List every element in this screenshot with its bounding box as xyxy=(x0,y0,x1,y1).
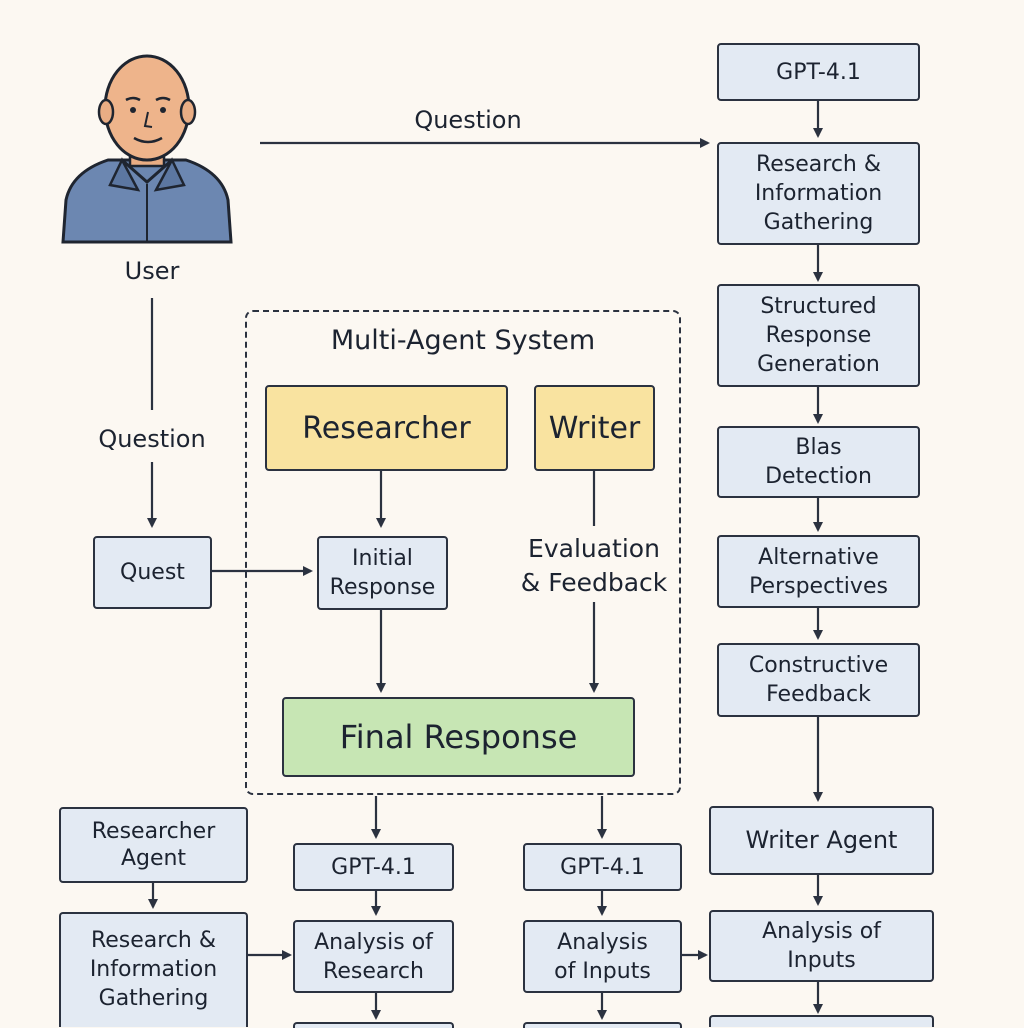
writer-next-node xyxy=(709,1015,934,1027)
left-question-label: Question xyxy=(98,425,206,453)
gpt-node: GPT-4.1 xyxy=(717,43,920,101)
initial-response-node: Initial Response xyxy=(317,536,448,610)
top-question-label: Question xyxy=(414,106,522,134)
user-avatar-icon xyxy=(61,54,233,244)
analysis-research-next-node xyxy=(293,1022,454,1028)
bias-detection-node: Blas Detection xyxy=(717,426,920,498)
constructive-feedback-node: Constructive Feedback xyxy=(717,643,920,717)
analysis-inputs-next-node xyxy=(523,1022,682,1028)
writer-agent-node: Writer Agent xyxy=(709,806,934,875)
research-node: Research & Information Gathering xyxy=(717,142,920,245)
evaluation-feedback-label: Evaluation & Feedback xyxy=(520,534,668,597)
structured-response-node: Structured Response Generation xyxy=(717,284,920,387)
multi-agent-system-frame xyxy=(245,310,681,795)
research-information-node: Research & Information Gathering xyxy=(59,912,248,1027)
alternative-perspectives-node: Alternative Perspectives xyxy=(717,535,920,608)
gpt-node-a: GPT-4.1 xyxy=(293,843,454,891)
researcher-agent-node: Researcher Agent xyxy=(59,807,248,883)
final-response-node: Final Response xyxy=(282,697,635,777)
analysis-of-inputs-node-b: Analysis of Inputs xyxy=(523,920,682,993)
gpt-node-b: GPT-4.1 xyxy=(523,843,682,891)
researcher-agent-box: Researcher xyxy=(265,385,508,471)
writer-agent-box: Writer xyxy=(534,385,655,471)
analysis-of-inputs-node: Analysis of Inputs xyxy=(709,910,934,982)
user-label: User xyxy=(124,257,180,285)
quest-node: Quest xyxy=(93,536,212,609)
system-title: Multi-Agent System xyxy=(330,325,596,356)
analysis-of-research-node: Analysis of Research xyxy=(293,920,454,993)
